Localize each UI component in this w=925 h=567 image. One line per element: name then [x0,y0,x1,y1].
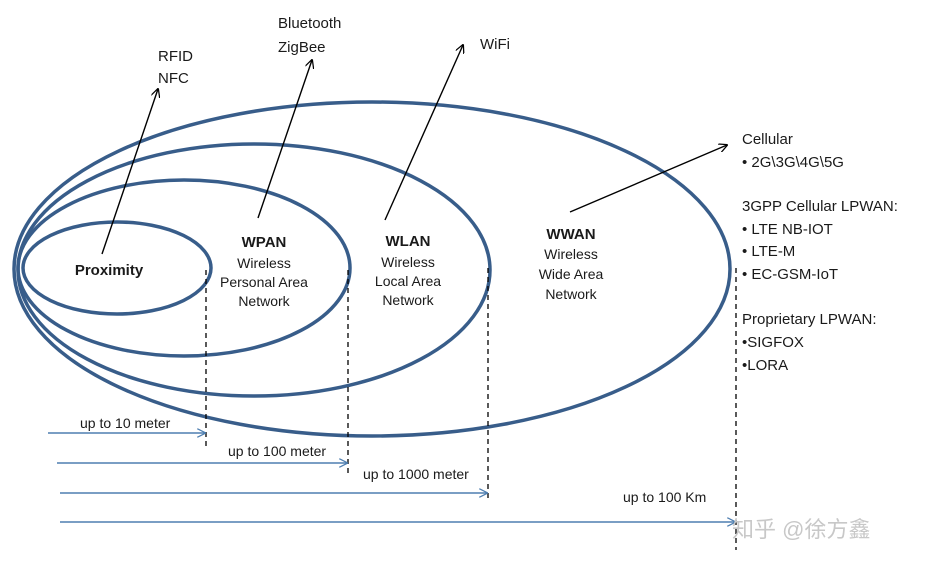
wpan-label-group: WPAN Wireless Personal Area Network [220,234,308,309]
technology-arrows [101,45,727,255]
range-arrows [48,433,735,522]
wifi-arrow [384,45,463,221]
rfid-label: RFID [158,48,193,65]
wlan-line3: Network [382,292,434,308]
lpwan-3gpp-item: • EC-GSM-IoT [742,266,838,283]
wwan-title: WWAN [546,226,595,243]
rfid-arrow [101,89,158,255]
wpan-line3: Network [238,293,290,309]
cellular-arrow [569,145,727,213]
cellular-item: • 2G\3G\4G\5G [742,154,844,171]
wwan-line2: Wide Area [539,266,604,282]
proprietary-item: •LORA [742,357,788,374]
range-label-10m: up to 10 meter [80,415,171,431]
wpan-title: WPAN [242,234,287,251]
proximity-label: Proximity [75,262,144,279]
proprietary-heading: Proprietary LPWAN: [742,311,876,328]
lpwan-3gpp-item: • LTE NB-IOT [742,221,833,238]
range-label-100m: up to 100 meter [228,443,326,459]
range-markers [205,268,737,550]
wlan-title: WLAN [386,233,431,250]
wwan-line1: Wireless [544,246,598,262]
proprietary-item: •SIGFOX [742,334,804,351]
wwan-line3: Network [545,286,597,302]
wwan-ellipse [12,100,732,438]
wpan-line2: Personal Area [220,274,308,290]
nfc-label: NFC [158,70,189,87]
proximity-ellipse [21,220,213,316]
wlan-label-group: WLAN Wireless Local Area Network [375,233,441,308]
bluetooth-arrow [257,60,312,219]
cellular-heading: Cellular [742,131,793,148]
wifi-label: WiFi [480,36,510,53]
lpwan-3gpp-heading: 3GPP Cellular LPWAN: [742,198,898,215]
range-label-100km: up to 100 Km [623,489,706,505]
watermark: 知乎 @徐方鑫 [732,517,870,542]
wpan-line1: Wireless [237,255,291,271]
bluetooth-label: Bluetooth [278,15,341,32]
range-label-1000m: up to 1000 meter [363,466,469,482]
wlan-line1: Wireless [381,254,435,270]
zigbee-label: ZigBee [278,39,326,56]
wwan-label-group: WWAN Wireless Wide Area Network [539,226,604,302]
network-ellipses [12,100,732,438]
lpwan-3gpp-item: • LTE-M [742,243,795,260]
wpan-ellipse [16,178,352,358]
wlan-line2: Local Area [375,273,441,289]
wwan-technology-list: Cellular • 2G\3G\4G\5G 3GPP Cellular LPW… [742,131,898,374]
